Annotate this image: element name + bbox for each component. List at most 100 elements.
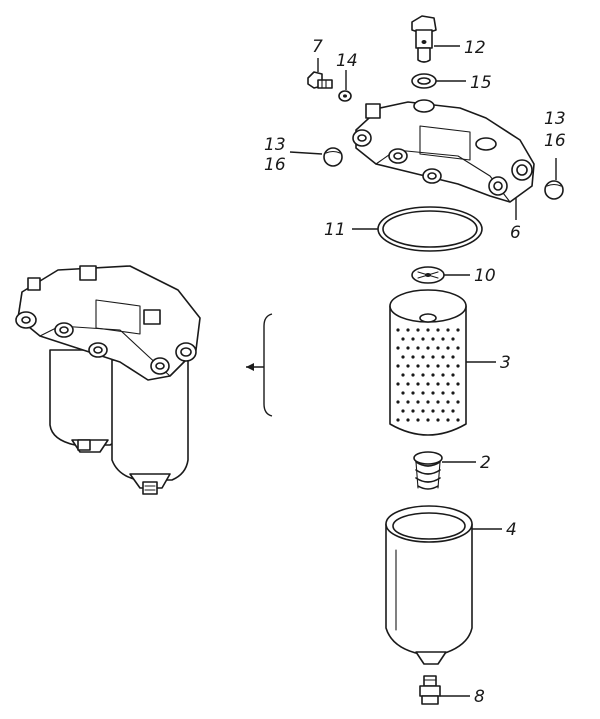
perforation-dot	[436, 328, 440, 332]
perforation-dot	[406, 400, 410, 404]
perforation-dot	[401, 355, 405, 359]
perforation-dot	[426, 418, 430, 422]
plug-left-part	[323, 147, 343, 167]
perforation-dot	[406, 418, 410, 422]
callout-7: 7	[312, 37, 323, 57]
perforation-dot	[431, 409, 435, 413]
perforation-dot	[456, 364, 460, 368]
perforation-dot	[406, 364, 410, 368]
callout-16-left: 16	[264, 155, 286, 175]
perforation-dot	[421, 337, 425, 341]
perforation-dot	[451, 337, 455, 341]
perforation-dot	[426, 400, 430, 404]
perforation-dot	[441, 373, 445, 377]
perforation-dot	[401, 373, 405, 377]
small-bolt-part	[307, 71, 333, 89]
perforation-dot	[406, 346, 410, 350]
perforation-dot	[421, 355, 425, 359]
callout-11: 11	[324, 220, 346, 240]
banjo-bolt-part	[411, 15, 437, 63]
perforation-dot	[421, 409, 425, 413]
perforation-dot	[456, 382, 460, 386]
filter-head-part	[352, 99, 535, 203]
perforation-dot	[426, 346, 430, 350]
perforation-dot	[446, 364, 450, 368]
perforation-dot	[456, 418, 460, 422]
perforation-dot	[456, 346, 460, 350]
perforation-dot	[431, 373, 435, 377]
perforation-dot	[436, 382, 440, 386]
perforation-dot	[436, 346, 440, 350]
callout-3: 3	[500, 353, 511, 373]
callout-2: 2	[480, 453, 491, 473]
perforation-dot	[416, 382, 420, 386]
plug-right-part	[544, 180, 564, 200]
filter-bowl-part	[385, 505, 473, 665]
perforation-dot	[436, 364, 440, 368]
perforation-dot	[446, 328, 450, 332]
perforation-dot	[401, 337, 405, 341]
perforation-dot	[446, 418, 450, 422]
perforation-dot	[416, 328, 420, 332]
perforation-dot	[436, 418, 440, 422]
perforation-dot	[396, 346, 400, 350]
perforation-dot	[396, 364, 400, 368]
callout-14: 14	[336, 51, 358, 71]
perforation-dot	[431, 337, 435, 341]
perforation-dot	[446, 382, 450, 386]
perforation-dot	[401, 391, 405, 395]
perforation-dot	[416, 364, 420, 368]
perforation-dot	[456, 400, 460, 404]
perforation-dot	[441, 391, 445, 395]
callout-6: 6	[510, 223, 521, 243]
perforation-dot	[446, 400, 450, 404]
perforation-dot	[396, 382, 400, 386]
perforation-dot	[441, 409, 445, 413]
perforation-dot	[426, 328, 430, 332]
callout-15: 15	[470, 73, 492, 93]
perforation-dot	[446, 346, 450, 350]
perforation-dot	[436, 400, 440, 404]
perforation-dot	[411, 337, 415, 341]
spring-part	[413, 451, 443, 490]
perforation-dot	[441, 337, 445, 341]
perforation-dot	[426, 382, 430, 386]
o-ring-part	[377, 206, 483, 252]
perforation-dot	[406, 382, 410, 386]
perforation-dot	[451, 373, 455, 377]
perforation-dot	[456, 328, 460, 332]
drain-plug-part	[419, 675, 441, 705]
perforation-dot	[411, 373, 415, 377]
perforation-dot	[431, 391, 435, 395]
sealing-washer-part	[411, 73, 437, 89]
perforation-dot	[396, 418, 400, 422]
spring-plate-part	[411, 266, 445, 284]
leader-lines	[289, 45, 557, 697]
perforation-dot	[416, 400, 420, 404]
small-washer-part	[338, 90, 352, 102]
assembled-filter-unit	[15, 265, 201, 495]
assembly-bracket	[246, 313, 273, 417]
callout-4: 4	[506, 520, 517, 540]
perforation-dot	[396, 328, 400, 332]
callout-13-left: 13	[264, 135, 286, 155]
perforation-dot	[401, 409, 405, 413]
perforation-dot	[411, 355, 415, 359]
perforation-dot	[411, 409, 415, 413]
callout-12: 12	[464, 38, 486, 58]
filter-element-part	[389, 289, 467, 436]
perforation-dot	[421, 373, 425, 377]
callout-8: 8	[474, 687, 485, 707]
callout-labels: 12 7 14 15 13 16 13 16 6 11 10 3 2 4 8	[264, 37, 566, 707]
perforation-dot	[451, 355, 455, 359]
perforation-dot	[431, 355, 435, 359]
filter-perforations	[396, 328, 460, 422]
perforation-dot	[441, 355, 445, 359]
callout-16-right: 16	[544, 131, 566, 151]
perforation-dot	[416, 418, 420, 422]
perforation-dot	[411, 391, 415, 395]
perforation-dot	[426, 364, 430, 368]
perforation-dot	[451, 391, 455, 395]
perforation-dot	[406, 328, 410, 332]
